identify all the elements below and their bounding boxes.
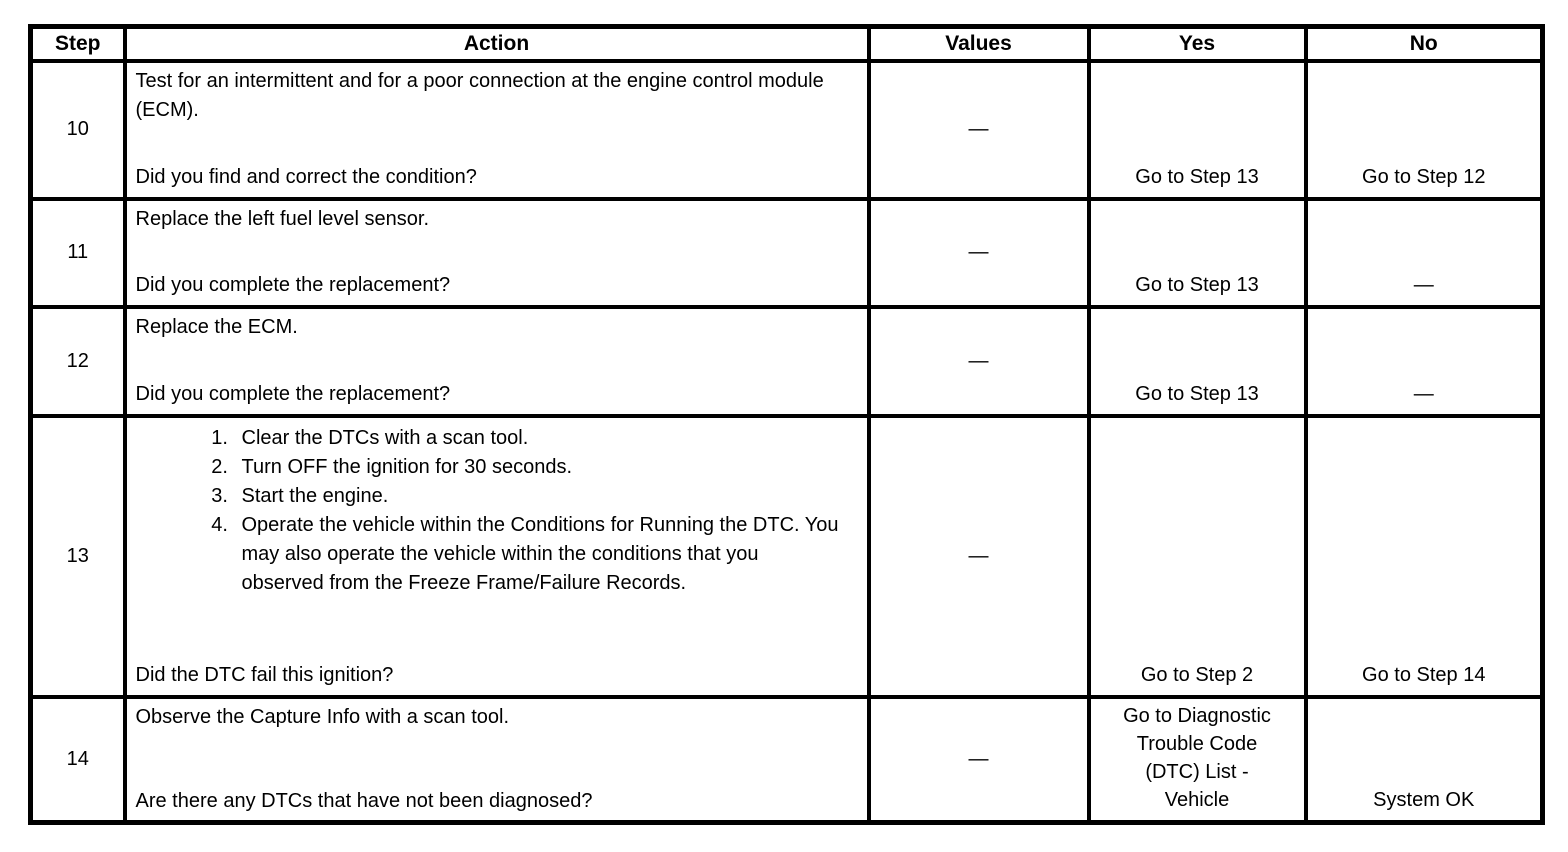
action-list-item: Operate the vehicle within the Condition…	[234, 511, 842, 598]
yes-text: Go to Step 2	[1140, 663, 1254, 686]
yes-cell: Go to Step 13	[1086, 196, 1308, 309]
table-row: 12 Replace the ECM. Did you complete the r…	[28, 304, 1545, 418]
action-question: Did you find and correct the condition?	[135, 165, 477, 188]
values-cell: —	[866, 413, 1091, 699]
step-number-cell: 14	[28, 694, 127, 825]
no-cell: —	[1303, 196, 1545, 309]
header-row: Step Action Values Yes No	[28, 24, 1545, 63]
yes-cell: Go to Step 13	[1086, 304, 1308, 418]
action-list: Clear the DTCs with a scan tool.Turn OFF…	[136, 424, 859, 598]
action-list-item: Clear the DTCs with a scan tool.	[234, 424, 842, 453]
header-step: Step	[28, 24, 127, 63]
table-row: 11 Replace the left fuel level sensor. Did…	[28, 196, 1545, 309]
no-cell: Go to Step 12	[1303, 58, 1545, 201]
values-cell: —	[866, 58, 1091, 201]
yes-cell: Go to Step 13	[1086, 58, 1308, 201]
no-text: Go to Step 12	[1362, 165, 1486, 188]
header-no: No	[1303, 24, 1545, 63]
step-number-cell: 13	[28, 413, 127, 699]
step-number-cell: 12	[28, 304, 127, 418]
action-question: Are there any DTCs that have not been di…	[135, 789, 593, 812]
values-cell: —	[866, 196, 1091, 309]
yes-text: Go to Step 13	[1135, 165, 1259, 188]
no-cell: System OK	[1303, 694, 1545, 825]
table-row: 14 Observe the Capture Info with a scan t…	[28, 694, 1545, 825]
action-cell: Test for an intermittent and for a poor …	[122, 58, 871, 201]
action-question: Did you complete the replacement?	[135, 382, 451, 405]
yes-text: Go to Diagnostic Trouble Code (DTC) List…	[1123, 705, 1271, 811]
no-cell: Go to Step 14	[1303, 413, 1545, 699]
action-content: Test for an intermittent and for a poor …	[127, 63, 867, 193]
action-list-item: Turn OFF the ignition for 30 seconds.	[234, 453, 842, 482]
values-cell: —	[866, 304, 1091, 418]
header-action: Action	[122, 24, 871, 63]
yes-text: Go to Step 13	[1135, 382, 1259, 405]
action-question: Did you complete the replacement?	[135, 273, 451, 296]
action-cell: Replace the left fuel level sensor. Did y…	[122, 196, 871, 309]
values-cell: —	[866, 694, 1091, 825]
no-text: —	[1413, 273, 1434, 296]
action-text: Observe the Capture Info with a scan too…	[135, 705, 510, 728]
action-text: Replace the left fuel level sensor.	[135, 207, 430, 230]
action-question: Did the DTC fail this ignition?	[135, 663, 394, 686]
action-content: Observe the Capture Info with a scan too…	[127, 699, 867, 817]
step-number-cell: 11	[28, 196, 127, 309]
action-cell: Observe the Capture Info with a scan too…	[122, 694, 871, 825]
header-yes: Yes	[1086, 24, 1308, 63]
yes-cell: Go to Diagnostic Trouble Code (DTC) List…	[1086, 694, 1308, 825]
yes-text: Go to Step 13	[1135, 273, 1259, 296]
action-list-item: Start the engine.	[234, 482, 842, 511]
no-text: Go to Step 14	[1362, 663, 1486, 686]
action-text: Replace the ECM.	[135, 315, 298, 338]
yes-cell: Go to Step 2	[1086, 413, 1308, 699]
action-content: Replace the ECM. Did you complete the rep…	[127, 309, 867, 410]
action-cell: Clear the DTCs with a scan tool.Turn OFF…	[122, 413, 871, 699]
header-values: Values	[866, 24, 1091, 63]
no-text: System OK	[1373, 789, 1475, 811]
table-row: 13Clear the DTCs with a scan tool.Turn O…	[28, 413, 1545, 699]
action-content: Replace the left fuel level sensor. Did y…	[127, 201, 867, 301]
step-number-cell: 10	[28, 58, 127, 201]
action-content: Clear the DTCs with a scan tool.Turn OFF…	[127, 418, 867, 691]
no-cell: —	[1303, 304, 1545, 418]
no-text: —	[1413, 382, 1434, 405]
action-cell: Replace the ECM. Did you complete the rep…	[122, 304, 871, 418]
action-text: Test for an intermittent and for a poor …	[135, 69, 824, 121]
